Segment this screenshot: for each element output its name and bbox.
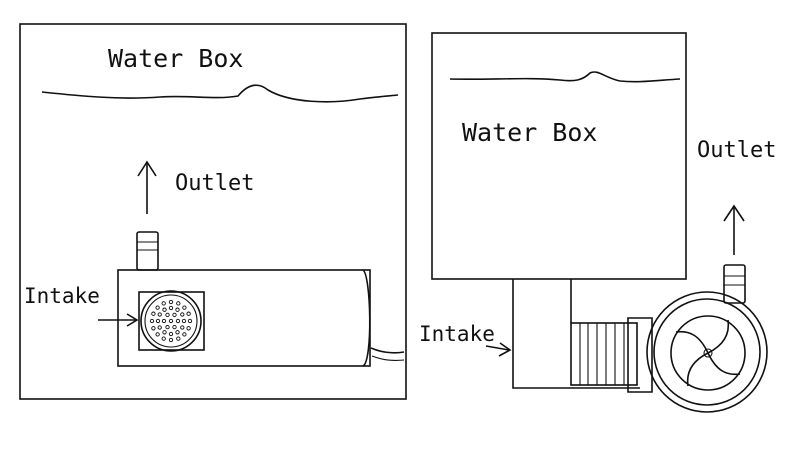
grille-hole bbox=[180, 325, 185, 330]
grille-hole bbox=[151, 311, 156, 316]
grille-hole bbox=[165, 312, 170, 318]
left-intake-grille-rim bbox=[144, 294, 198, 348]
grille-hole bbox=[168, 337, 174, 343]
grille-hole bbox=[175, 318, 181, 324]
right-pump-volute bbox=[646, 291, 768, 413]
left-pump-body bbox=[117, 269, 371, 367]
left-water-box-label: Water Box bbox=[108, 44, 243, 73]
right-coupling-threads bbox=[579, 323, 625, 385]
right-impeller-ring bbox=[670, 315, 746, 391]
grille-hole bbox=[157, 325, 162, 330]
left-water-box bbox=[19, 23, 407, 400]
right-water-surface bbox=[449, 71, 681, 83]
right-coupling-flange bbox=[627, 317, 653, 393]
grille-hole bbox=[168, 331, 174, 337]
right-pump-volute-inner bbox=[653, 298, 761, 406]
right-outlet-nozzle bbox=[723, 264, 746, 304]
left-outlet-label: Outlet bbox=[175, 171, 254, 196]
grille-hole bbox=[165, 324, 170, 330]
grille-hole bbox=[176, 301, 181, 306]
grille-hole bbox=[155, 318, 161, 324]
grille-hole bbox=[175, 307, 180, 312]
right-outlet-label: Outlet bbox=[697, 138, 776, 163]
grille-hole bbox=[161, 336, 166, 341]
grille-hole bbox=[181, 318, 187, 324]
grille-hole bbox=[175, 330, 180, 335]
left-diagram: Water Box Outlet Intake bbox=[19, 23, 407, 400]
left-water-surface bbox=[41, 84, 399, 103]
grille-hole bbox=[168, 305, 174, 311]
grille-hole bbox=[187, 318, 193, 324]
grille-hole bbox=[176, 336, 181, 341]
right-intake-label: Intake bbox=[419, 322, 495, 346]
left-pump-end-cap bbox=[362, 269, 371, 367]
left-intake-arrow-head bbox=[126, 313, 139, 327]
grille-hole bbox=[155, 305, 160, 310]
grille-hole bbox=[161, 318, 167, 324]
right-impeller-hub bbox=[703, 348, 713, 358]
right-diagram: Water Box O bbox=[419, 32, 776, 413]
right-intake-arrow-head bbox=[498, 342, 512, 357]
grille-hole bbox=[172, 312, 177, 318]
left-intake-frame bbox=[138, 291, 205, 351]
left-intake-holes bbox=[149, 299, 193, 343]
grille-hole bbox=[155, 332, 160, 337]
right-intake-arrow-shaft bbox=[485, 345, 510, 351]
grille-hole bbox=[186, 326, 191, 331]
left-power-cable bbox=[370, 347, 405, 354]
grille-hole bbox=[157, 312, 162, 317]
right-impeller-blades bbox=[675, 319, 741, 387]
grille-hole bbox=[162, 330, 167, 335]
right-pipe-stand bbox=[512, 279, 640, 389]
left-intake-label: Intake bbox=[24, 284, 100, 308]
grille-hole bbox=[182, 332, 187, 337]
grille-hole bbox=[186, 311, 191, 316]
grille-hole bbox=[180, 312, 185, 317]
grille-hole bbox=[151, 326, 156, 331]
right-coupling bbox=[570, 322, 638, 386]
left-intake-grille bbox=[140, 290, 202, 352]
grille-hole bbox=[168, 299, 174, 305]
grille-hole bbox=[161, 301, 166, 306]
left-outlet-nozzle bbox=[136, 231, 159, 271]
grille-hole bbox=[172, 324, 177, 330]
grille-hole bbox=[182, 305, 187, 310]
grille-hole bbox=[162, 307, 167, 312]
right-water-box bbox=[431, 32, 687, 280]
right-outlet-arrow-head bbox=[723, 204, 745, 222]
left-power-cable bbox=[371, 355, 405, 361]
grille-hole bbox=[168, 318, 174, 324]
left-outlet-arrow-head bbox=[137, 160, 157, 177]
grille-hole bbox=[149, 318, 155, 324]
right-water-box-label: Water Box bbox=[462, 118, 597, 147]
